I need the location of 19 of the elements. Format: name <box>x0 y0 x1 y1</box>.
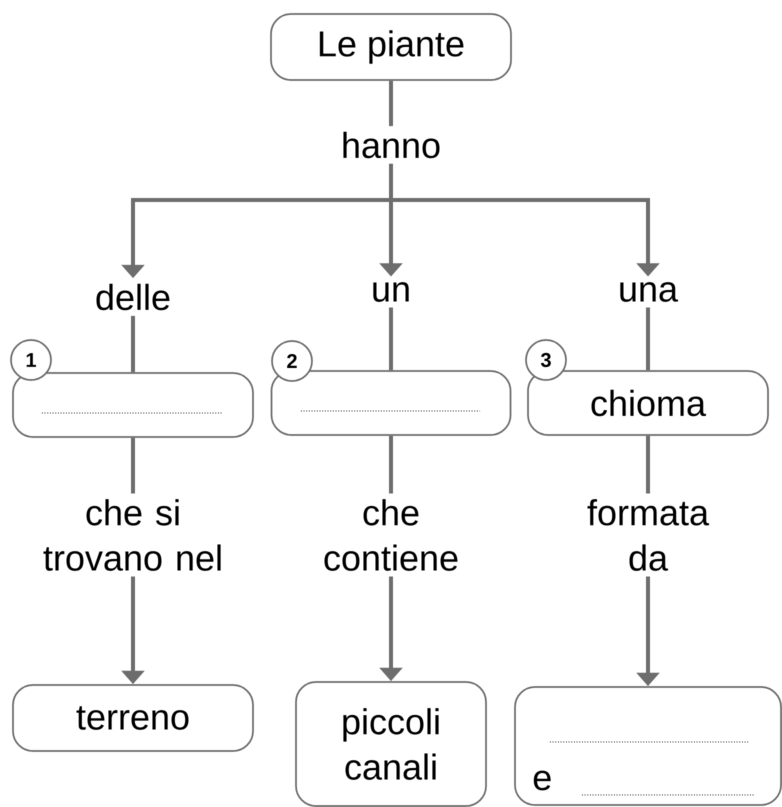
link-word: una <box>620 282 678 302</box>
connector-line <box>389 80 393 126</box>
connector-line <box>646 436 650 494</box>
concept-box: piccoli canali <box>295 681 487 807</box>
connector-line <box>131 316 135 372</box>
connector-line <box>389 307 393 370</box>
link-word: che contiene <box>324 499 458 571</box>
connector-line <box>646 307 650 370</box>
link-word: delle <box>96 284 170 310</box>
connector-line <box>131 438 135 494</box>
connective-word: e <box>534 770 551 790</box>
link-word: un <box>373 282 409 302</box>
link-word: hanno <box>343 132 440 158</box>
concept-box: terreno <box>12 684 254 752</box>
concept-box: Le piante <box>270 13 512 81</box>
link-word: formata da <box>587 499 710 571</box>
link-word: che si trovano nel <box>43 499 221 571</box>
connector-line <box>389 436 393 494</box>
concept-box: chioma <box>527 370 769 436</box>
